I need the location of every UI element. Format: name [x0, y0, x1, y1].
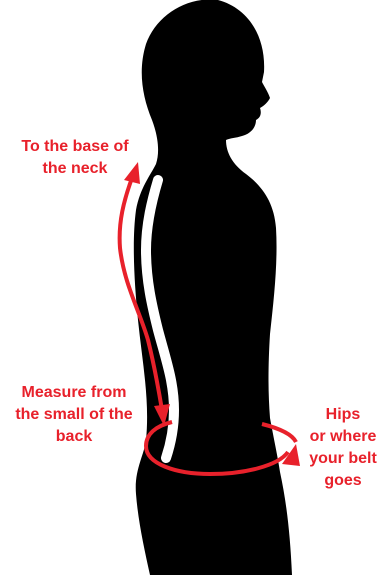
label-back-line-2: the small of the [0, 404, 148, 426]
label-small-of-back: Measure from the small of the back [0, 382, 148, 448]
label-hips-line-4: goes [308, 470, 378, 492]
label-neck: To the base of the neck [0, 136, 150, 180]
human-silhouette [134, 0, 292, 575]
label-hips-line-2: or where [308, 426, 378, 448]
label-back-line-1: Measure from [0, 382, 148, 404]
label-hips: Hips or where your belt goes [308, 404, 378, 492]
label-neck-line-1: To the base of [0, 136, 150, 158]
label-back-line-3: back [0, 426, 148, 448]
label-hips-line-1: Hips [308, 404, 378, 426]
label-neck-line-2: the neck [0, 158, 150, 180]
label-hips-line-3: your belt [308, 448, 378, 470]
